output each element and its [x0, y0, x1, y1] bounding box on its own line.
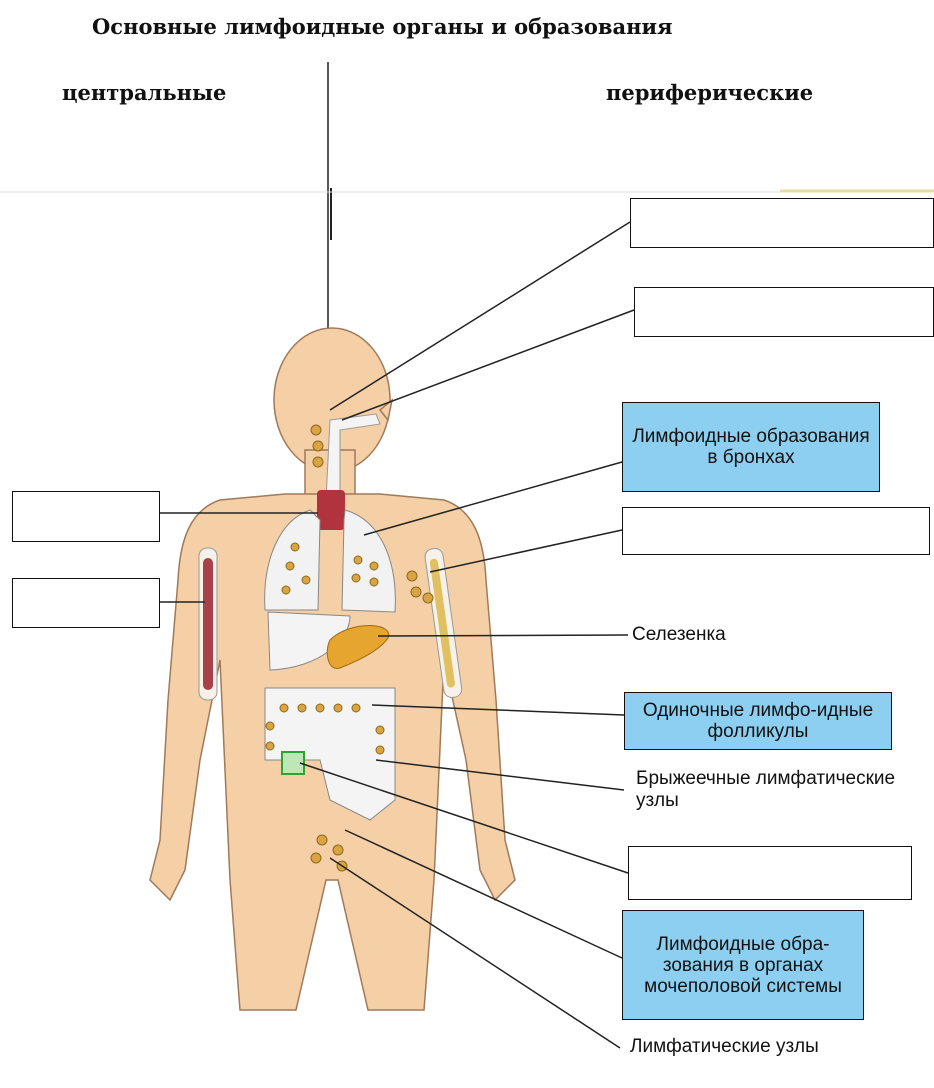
answer-box-3[interactable] — [622, 507, 930, 555]
answer-box-left-1[interactable] — [12, 491, 160, 542]
label-follicles: Одиночные лимфо-идные фолликулы — [624, 692, 892, 750]
label-spleen: Селезенка — [632, 624, 726, 646]
answer-box-4[interactable] — [628, 846, 912, 900]
thymus — [317, 490, 345, 530]
answer-box-2[interactable] — [634, 287, 934, 337]
label-lymph-nodes: Лимфатические узлы — [630, 1036, 850, 1058]
answer-box-1[interactable] — [630, 198, 934, 248]
label-bronchi: Лимфоидные образования в бронхах — [622, 402, 880, 492]
answer-box-left-2[interactable] — [12, 578, 160, 628]
left-arm-bone — [199, 548, 217, 700]
label-mesenteric: Брыжеечные лимфатические узлы — [636, 768, 906, 812]
label-urogenital: Лимфоидные обра-зования в органах мочепо… — [622, 910, 864, 1020]
